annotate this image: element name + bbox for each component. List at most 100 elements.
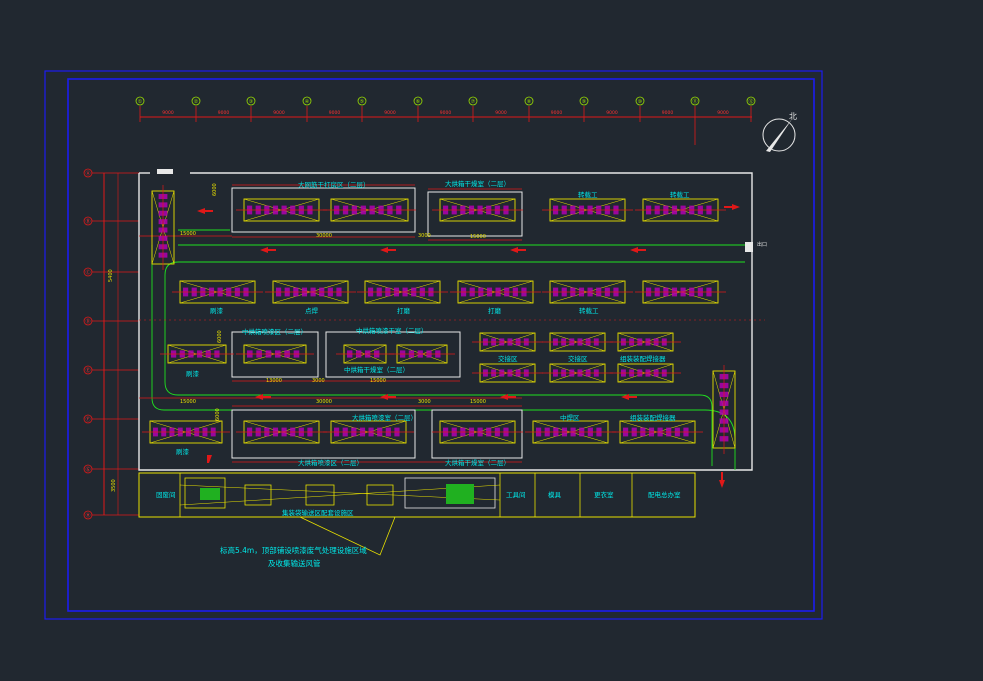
grid-top-bubble <box>690 96 700 106</box>
grid-top-label: ⑧ <box>527 99 532 105</box>
building <box>138 169 753 518</box>
grid-left-label: Ⓖ <box>85 466 90 473</box>
machine-block <box>542 280 633 304</box>
machine-block <box>635 198 726 222</box>
dim-6000-mid: 6000 <box>217 330 223 343</box>
room-mid-left <box>231 331 319 378</box>
grid-top-spacing: 9000 <box>273 110 285 116</box>
machine-block <box>712 365 736 454</box>
grid-top: ①9000②9000③9000④9000⑤9000⑥9000⑦9000⑧9000… <box>135 96 756 145</box>
label-strip-room1: 固废间 <box>156 490 176 499</box>
grid-top-spacing: 9000 <box>384 110 396 116</box>
annotation-line1: 标高5.4m，顶部铺设喷漆废气处理设施区域 <box>220 545 367 555</box>
label-room-top-right: 大烘箱干燥室（二层） <box>445 179 510 188</box>
grid-left-bubble <box>83 414 93 424</box>
grid-top-spacing: 9000 <box>717 110 729 116</box>
grid-left-label: Ⓔ <box>85 367 90 374</box>
label-room-bottom-right: 大烘箱干燥室（二层） <box>445 458 510 467</box>
annex-strip <box>138 472 696 518</box>
dim-3500-left: 3500 <box>111 479 117 492</box>
grid-left-bubble <box>83 464 93 474</box>
machine-block <box>450 280 541 304</box>
label-r2c1: 刷漆 <box>210 306 224 315</box>
grid-top-label: ⑫ <box>748 98 753 105</box>
dimension-lines <box>139 184 765 463</box>
dim-15000-bot-right: 15000 <box>470 399 486 405</box>
machine-block <box>357 280 448 304</box>
grid-top-spacing: 9000 <box>329 110 341 116</box>
grid-top-bubble <box>468 96 478 106</box>
label-room-bottom-spray: 大烘箱喷漆室（二层） <box>352 413 417 422</box>
dim-3000-top: 3000 <box>418 233 431 239</box>
machine-block <box>172 280 263 304</box>
grid-top-bubble <box>191 96 201 106</box>
dim-15000-top: 15000 <box>180 231 196 237</box>
grid-left-label: Ⓐ <box>85 170 90 177</box>
room-bottom-left <box>231 409 416 459</box>
machine-block <box>432 198 523 222</box>
grid-left-bubble <box>83 510 93 520</box>
machine-block <box>610 363 681 383</box>
label-r1c5: 转载工 <box>578 190 598 199</box>
machine-block <box>160 344 234 364</box>
grid-top-label: ⑤ <box>360 99 364 105</box>
machine-block <box>336 344 394 364</box>
grid-top-spacing: 9000 <box>551 110 563 116</box>
door-label: 出口 <box>757 241 767 248</box>
dim-15000-mid: 15000 <box>370 378 386 384</box>
machine-block <box>236 198 327 222</box>
machine-block <box>323 420 414 444</box>
machine-block <box>236 420 327 444</box>
dim-6000-bot: 6000 <box>215 408 221 421</box>
machine-block <box>265 280 356 304</box>
dim-5400-left: 5400 <box>108 269 114 282</box>
leader-line <box>299 516 396 556</box>
grid-top-label: ④ <box>305 99 310 105</box>
machine-block <box>472 363 543 383</box>
machine-block <box>389 344 455 364</box>
dim-6000-top: 6000 <box>212 183 218 196</box>
machine-block <box>542 363 613 383</box>
grid-top-bubble <box>246 96 256 106</box>
label-r2c3: 打磨 <box>397 306 411 315</box>
dim-3000-bot: 3000 <box>418 399 431 405</box>
grid-left-label: Ⓕ <box>85 416 90 423</box>
inner-frame <box>67 78 815 612</box>
annex-green <box>200 484 474 504</box>
grid-left-label: Ⓑ <box>85 218 90 225</box>
label-r3c5: 交接区 <box>568 354 588 363</box>
label-r4c6: 组装装配焊接器 <box>630 413 676 422</box>
grid-top-label: ① <box>138 99 143 105</box>
grid-left-bubble <box>83 316 93 326</box>
grid-left-bubble <box>83 216 93 226</box>
label-r3c6: 组装装配焊接器 <box>620 354 666 363</box>
grid-top-spacing: 9000 <box>440 110 452 116</box>
grid-top-bubble <box>635 96 645 106</box>
machine-block <box>612 420 703 444</box>
machine-block <box>542 332 613 352</box>
machines <box>142 185 736 454</box>
label-r3c4: 交接区 <box>498 354 518 363</box>
label-r2c4: 打磨 <box>488 306 502 315</box>
grid-top-label: ⑪ <box>692 98 697 105</box>
label-r4c1: 刷漆 <box>176 447 190 456</box>
grid-top-label: ③ <box>249 99 253 105</box>
grid-top-label: ② <box>194 99 199 105</box>
dim-3000-mid: 3000 <box>312 378 325 384</box>
machine-block <box>525 420 616 444</box>
grid-top-spacing: 9000 <box>162 110 174 116</box>
grid-left-label: Ⓒ <box>85 269 90 276</box>
grid-top-bubble <box>135 96 145 106</box>
machine-block <box>236 344 314 364</box>
grid-top-bubble <box>413 96 423 106</box>
label-r3c1: 刷漆 <box>186 369 200 378</box>
label-room-mid-left: 中烘箱喷漆区（二层） <box>242 327 307 336</box>
machine-block <box>635 280 726 304</box>
dim-15000-top-right: 15000 <box>470 234 486 240</box>
label-r2c5: 转载工 <box>579 306 599 315</box>
grid-top-bubble <box>524 96 534 106</box>
grid-left-bubble <box>83 168 93 178</box>
grid-left-label: Ⓓ <box>85 318 90 325</box>
conveyor-lines <box>151 229 745 470</box>
